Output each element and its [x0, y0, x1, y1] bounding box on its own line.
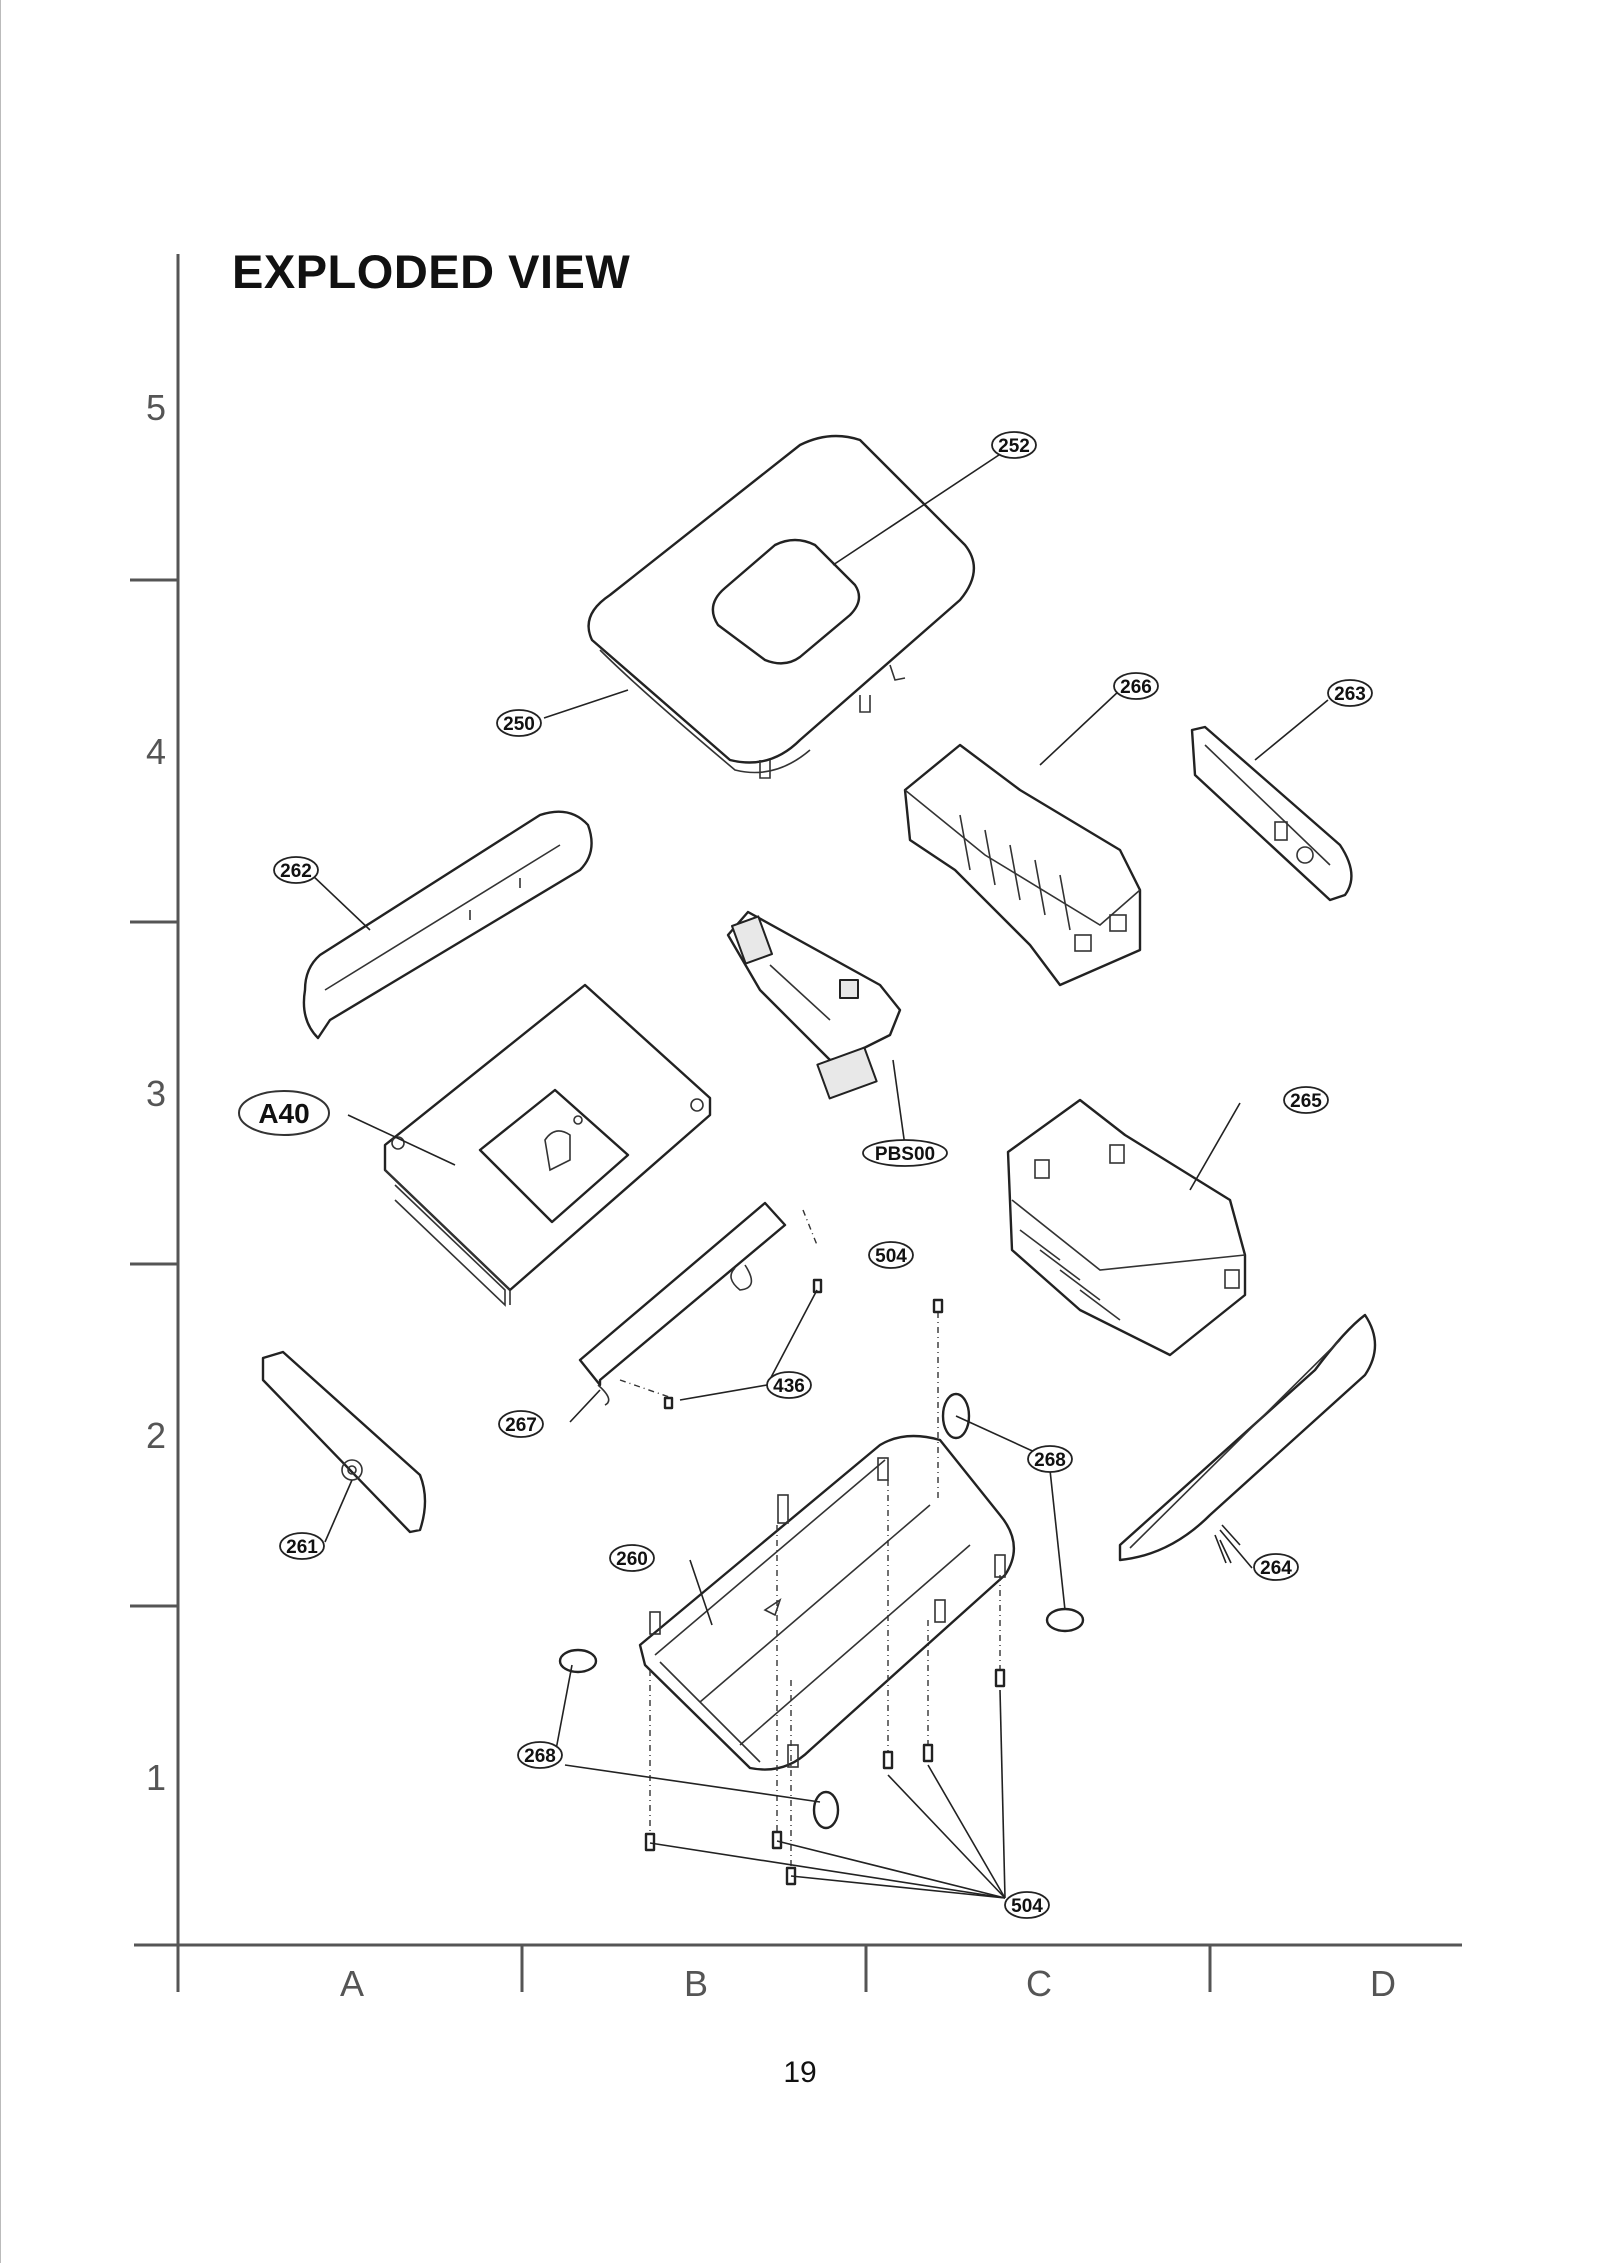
part-left-lower-trim [261, 1350, 427, 1534]
row-label-4: 4 [146, 731, 166, 772]
callout-a40: A40 [238, 1090, 330, 1136]
part-upper-bracket [903, 743, 1142, 987]
part-left-upper-trim [302, 810, 593, 1040]
svg-text:250: 250 [503, 714, 535, 735]
svg-text:A40: A40 [258, 1098, 309, 1129]
svg-text:267: 267 [505, 1415, 537, 1436]
part-right-lower-trim [1118, 1313, 1377, 1562]
screw-icon [771, 1830, 783, 1850]
callout-262: 262 [273, 856, 319, 884]
row-label-2: 2 [146, 1415, 166, 1456]
col-label-d: D [1370, 1963, 1396, 2004]
svg-text:504: 504 [875, 1246, 907, 1267]
callout-252: 252 [991, 431, 1037, 459]
svg-text:260: 260 [616, 1549, 648, 1570]
page-edge [0, 0, 1, 2263]
part-pcb-board [726, 910, 902, 1100]
svg-text:PBS00: PBS00 [875, 1144, 935, 1165]
part-bottom-base [638, 1434, 1016, 1771]
screw-icon [644, 1832, 656, 1852]
screw-icon [812, 1278, 823, 1294]
part-top-lid [587, 434, 976, 779]
svg-text:265: 265 [1290, 1091, 1322, 1112]
screw-icon [932, 1298, 944, 1314]
callout-504-upper: 504 [868, 1241, 914, 1269]
svg-text:252: 252 [998, 436, 1030, 457]
row-label-3: 3 [146, 1073, 166, 1114]
part-clamp [578, 1201, 787, 1406]
callout-264: 264 [1253, 1553, 1299, 1581]
callout-266: 266 [1113, 672, 1159, 700]
callout-pbs00: PBS00 [862, 1139, 948, 1167]
callout-260: 260 [609, 1544, 655, 1572]
callout-267: 267 [498, 1410, 544, 1438]
svg-text:268: 268 [524, 1746, 556, 1767]
svg-text:266: 266 [1120, 677, 1152, 698]
callout-268-left: 268 [517, 1741, 563, 1769]
page-number: 19 [783, 2056, 817, 2089]
callout-504-lower: 504 [1004, 1891, 1050, 1919]
svg-text:261: 261 [286, 1537, 318, 1558]
svg-text:504: 504 [1011, 1896, 1043, 1917]
part-right-trim [1190, 725, 1353, 902]
col-label-c: C [1026, 1963, 1052, 2004]
screw-icon [922, 1743, 934, 1763]
callout-261: 261 [279, 1532, 325, 1560]
screw-icon [663, 1396, 674, 1410]
svg-text:436: 436 [773, 1376, 805, 1397]
col-label-a: A [340, 1963, 364, 2004]
part-disc-drive [383, 983, 712, 1307]
row-label-1: 1 [146, 1757, 166, 1798]
part-lower-bracket [1006, 1098, 1247, 1357]
page-title: EXPLODED VIEW [232, 245, 631, 298]
screw-icon [994, 1668, 1006, 1688]
callout-436: 436 [766, 1371, 812, 1399]
row-label-5: 5 [146, 387, 166, 428]
col-label-b: B [684, 1963, 708, 2004]
callout-265: 265 [1283, 1086, 1329, 1114]
grid-frame [130, 254, 1462, 1992]
svg-text:263: 263 [1334, 684, 1366, 705]
callout-250: 250 [496, 709, 542, 737]
screw-icon [882, 1750, 894, 1770]
screw-group [619, 1209, 1006, 1886]
callout-263: 263 [1327, 679, 1373, 707]
svg-text:264: 264 [1260, 1558, 1292, 1579]
svg-text:268: 268 [1034, 1450, 1066, 1471]
callout-268-right: 268 [1027, 1445, 1073, 1473]
svg-text:262: 262 [280, 861, 312, 882]
